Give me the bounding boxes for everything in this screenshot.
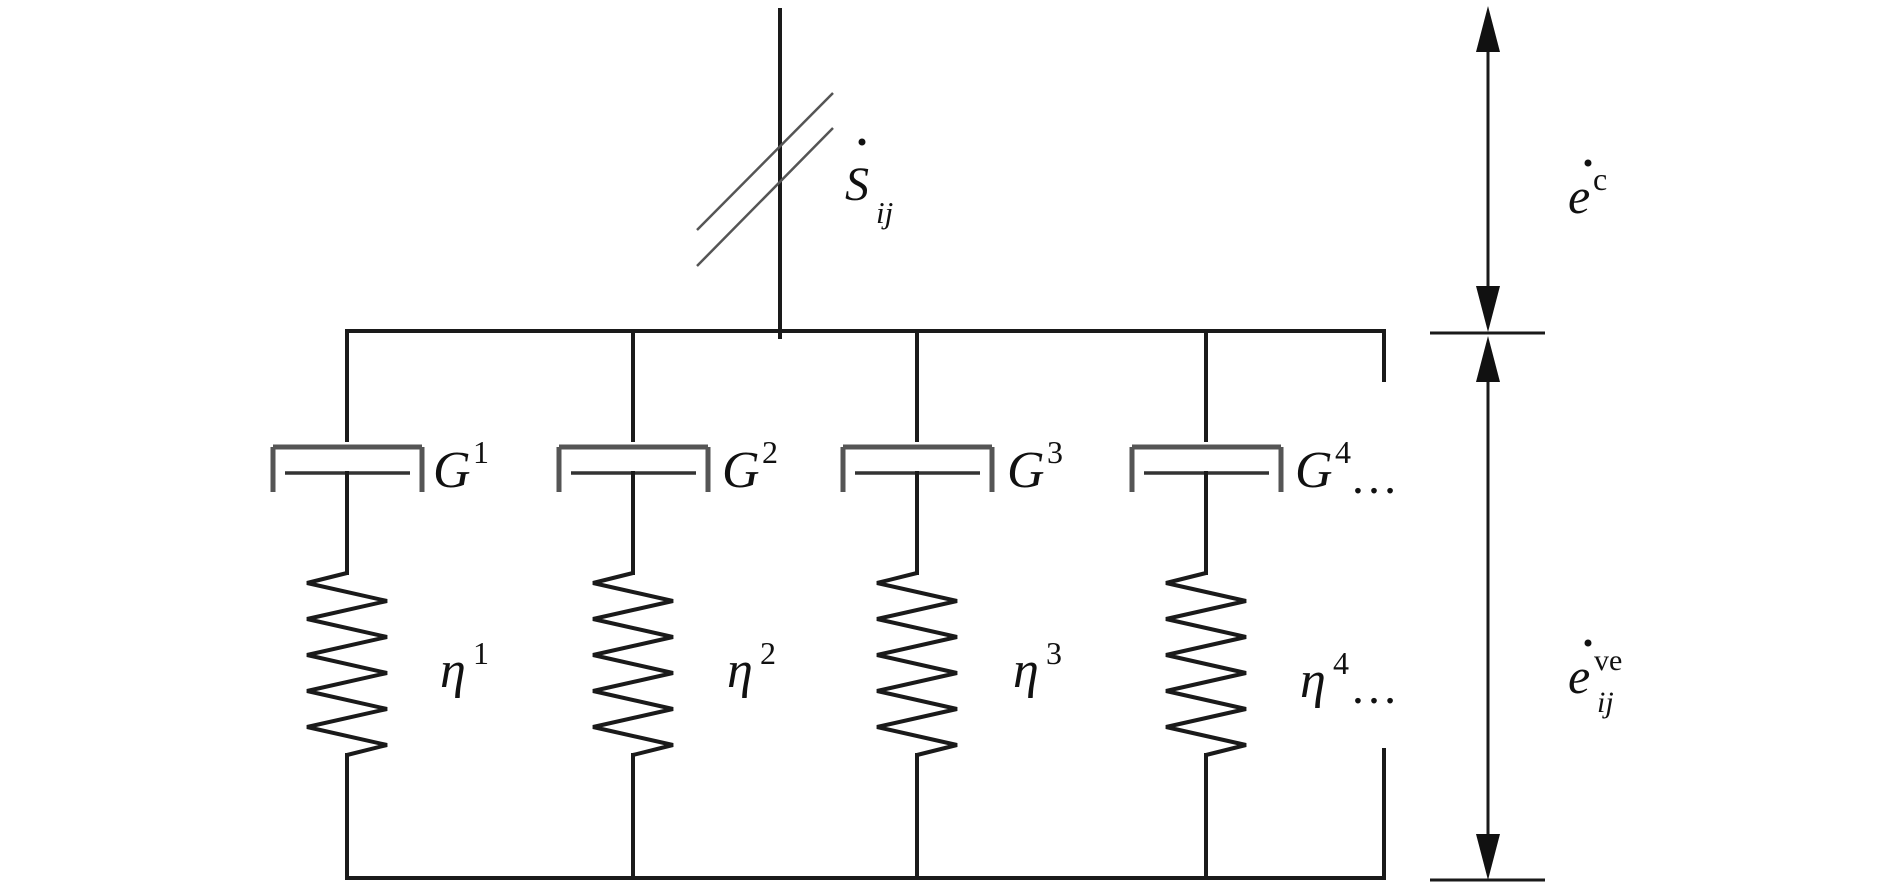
svg-text:2: 2 bbox=[762, 434, 778, 470]
branch-1 bbox=[270, 329, 425, 880]
svg-text:1: 1 bbox=[473, 635, 489, 671]
branch-2-viscosity-label: η 2 bbox=[727, 635, 776, 699]
creep-strain-arrow bbox=[1476, 6, 1500, 332]
strain-dimension-lines bbox=[1430, 331, 1545, 882]
branch-3-viscosity-label: η 3 bbox=[1013, 635, 1062, 699]
branch-4 bbox=[1129, 329, 1284, 880]
svg-text:4: 4 bbox=[1333, 645, 1349, 681]
svg-text:G: G bbox=[433, 442, 471, 499]
svg-text:η: η bbox=[1013, 642, 1039, 699]
branch-3-stiffness-label: G 3 bbox=[1007, 434, 1063, 499]
svg-text:G: G bbox=[1295, 442, 1333, 499]
svg-text:G: G bbox=[722, 442, 760, 499]
svg-text:3: 3 bbox=[1046, 635, 1062, 671]
branch-1-stiffness-label: G 1 bbox=[433, 434, 489, 499]
svg-text:η: η bbox=[1300, 652, 1326, 709]
branch-3 bbox=[840, 329, 995, 880]
branch-2-stiffness-label: G 2 bbox=[722, 434, 778, 499]
spring-1 bbox=[306, 571, 388, 757]
svg-text:η: η bbox=[727, 642, 753, 699]
viscoelastic-strain-label: e ve ij bbox=[1568, 639, 1622, 719]
svg-text:e: e bbox=[1568, 648, 1590, 704]
branch-2 bbox=[556, 329, 711, 880]
svg-text:ij: ij bbox=[1597, 686, 1614, 719]
svg-text:G: G bbox=[1007, 442, 1045, 499]
top-element-label: S ij bbox=[845, 138, 893, 230]
svg-text:1: 1 bbox=[473, 434, 489, 470]
spring-2 bbox=[592, 571, 674, 757]
svg-text:η: η bbox=[440, 642, 466, 699]
branch-4-stiffness-ellipsis: … bbox=[1350, 451, 1398, 504]
branch-4-stiffness-label: G 4 … bbox=[1295, 434, 1398, 504]
svg-text:e: e bbox=[1568, 168, 1590, 224]
top-element-symbol: S bbox=[845, 158, 869, 211]
svg-text:4: 4 bbox=[1335, 434, 1351, 470]
creep-strain-label: e c bbox=[1568, 159, 1607, 224]
top-slider-element bbox=[696, 8, 834, 339]
branch-4-viscosity-ellipsis: … bbox=[1350, 661, 1398, 714]
svg-text:2: 2 bbox=[760, 635, 776, 671]
spring-3 bbox=[876, 571, 958, 757]
spring-4 bbox=[1165, 571, 1247, 757]
branch-4-viscosity-label: η 4 … bbox=[1300, 645, 1398, 714]
svg-text:ve: ve bbox=[1594, 644, 1622, 677]
svg-text:c: c bbox=[1593, 161, 1607, 197]
svg-text:3: 3 bbox=[1047, 434, 1063, 470]
branch-1-viscosity-label: η 1 bbox=[440, 635, 489, 699]
top-element-subscript: ij bbox=[876, 195, 893, 230]
viscoelastic-strain-arrow bbox=[1476, 336, 1500, 880]
